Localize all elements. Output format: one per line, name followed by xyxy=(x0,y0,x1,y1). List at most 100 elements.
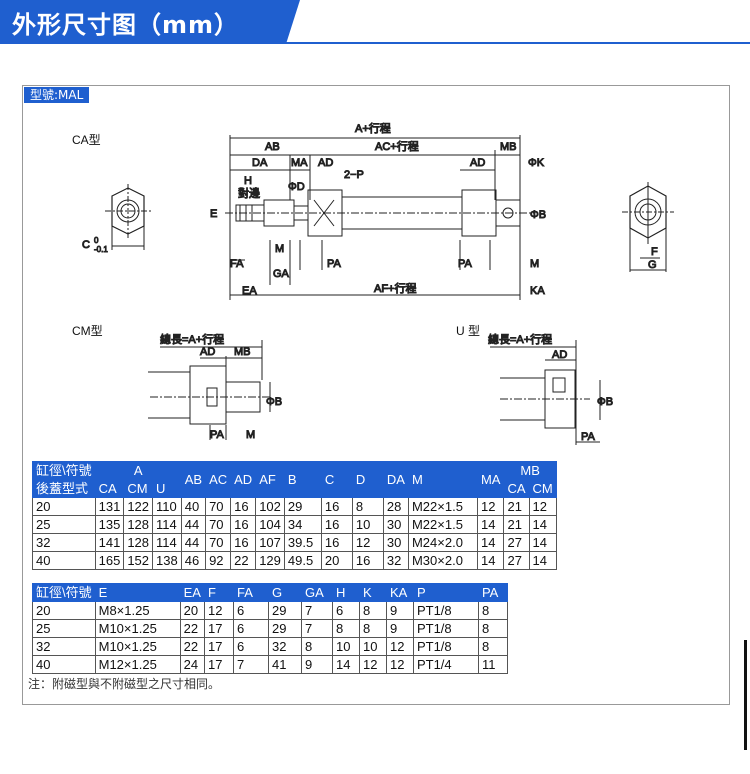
table1-cell: 44 xyxy=(180,515,207,534)
page-title: 外形尺寸图（mm） xyxy=(12,11,240,39)
table1-cell: 16 xyxy=(230,515,257,534)
page-edge-mark xyxy=(744,640,747,750)
table2-cell: 7 xyxy=(300,619,333,638)
table1-cell: 131 xyxy=(94,497,125,516)
table1-cell: 16 xyxy=(351,551,384,570)
table1-head-a: A xyxy=(94,461,182,480)
table1-cell: 16 xyxy=(230,497,257,516)
table2-head-bore: 缸徑\符號 xyxy=(32,583,96,602)
table2-cell: 7 xyxy=(232,655,269,674)
table1-cell: 107 xyxy=(255,533,285,552)
table1-cell: 25 xyxy=(32,515,96,534)
table2-cell: 32 xyxy=(267,637,302,656)
table2-cell: 9 xyxy=(385,601,414,620)
table2-cell: PT1/8 xyxy=(412,601,479,620)
table2-cell: 20 xyxy=(179,601,205,620)
table1-cell: 28 xyxy=(382,497,409,516)
table1-cell: 14 xyxy=(528,515,557,534)
table1-cell: 16 xyxy=(320,515,353,534)
label-g: G xyxy=(648,259,657,271)
table2-cell: 6 xyxy=(232,601,269,620)
label-across-flats: 對邊 xyxy=(238,186,260,200)
table1-cell: 12 xyxy=(476,497,505,516)
label-a-stroke: A+行程 xyxy=(355,122,391,135)
table2-cell: 20 xyxy=(32,601,96,620)
table2-cell: 29 xyxy=(267,619,302,638)
label-da: DA xyxy=(252,157,268,169)
table1-cell: 8 xyxy=(351,497,384,516)
table2-head-k: K xyxy=(358,583,387,602)
table1-cell: 122 xyxy=(123,497,154,516)
table1-head-a-ca: CA xyxy=(94,479,125,498)
table1-cell: 14 xyxy=(476,551,505,570)
table1-cell: 114 xyxy=(152,533,182,552)
header-bar-tip xyxy=(286,0,300,44)
table1-cell: 10 xyxy=(351,515,384,534)
label-c-tol-top: 0 xyxy=(94,236,99,245)
table1-head-a-u: U xyxy=(152,479,182,498)
table2-cell: 8 xyxy=(477,619,508,638)
label-c: C xyxy=(82,239,90,251)
label-c-tol-bot: -0.1 xyxy=(94,245,108,254)
label-pa-right: PA xyxy=(458,258,473,270)
table1-cell: 102 xyxy=(255,497,285,516)
label-e: E xyxy=(210,208,217,220)
table1-cell: 152 xyxy=(123,551,154,570)
label-ab: AB xyxy=(265,141,280,153)
label-u-pa: PA xyxy=(581,431,596,443)
table2-cell: 32 xyxy=(32,637,96,656)
table2-cell: 12 xyxy=(203,601,234,620)
table1-head-ma: MA xyxy=(476,461,505,498)
table1-head-mb-cm: CM xyxy=(528,479,557,498)
table2-head-f: F xyxy=(203,583,234,602)
table1-cell: 34 xyxy=(283,515,322,534)
label-cm-total: 總長=A+行程 xyxy=(160,332,224,346)
table2-cell: M10×1.25 xyxy=(94,619,181,638)
table1-cell: 32 xyxy=(32,533,96,552)
label-m-right: M xyxy=(530,258,539,270)
label-cm-phi-b: ΦB xyxy=(266,396,282,408)
view-label-u: U 型 xyxy=(456,324,481,338)
table2-cell: 22 xyxy=(179,637,205,656)
table1-header-row-2: 後蓋型式 CA CM U CA CM xyxy=(32,479,557,498)
label-cm-ad: AD xyxy=(200,346,215,358)
table1-cell: 32 xyxy=(382,551,409,570)
label-2p: 2−P xyxy=(344,169,364,181)
header-bar xyxy=(0,0,286,44)
table2-cell: 8 xyxy=(477,601,508,620)
table1-head-a-cm: CM xyxy=(123,479,154,498)
table2-cell: PT1/8 xyxy=(412,619,479,638)
table2-head-fa: FA xyxy=(232,583,269,602)
table1-head-da: DA xyxy=(382,461,409,498)
u-view xyxy=(490,340,601,445)
table1-cell: 46 xyxy=(180,551,207,570)
table1-cell: 30 xyxy=(382,515,409,534)
table2-cell: M8×1.25 xyxy=(94,601,181,620)
ca-end-view-right xyxy=(622,182,674,272)
table1-cell: M24×2.0 xyxy=(407,533,478,552)
ca-end-view-left xyxy=(105,184,151,250)
table2-cell: 17 xyxy=(203,655,234,674)
table1-cell: 20 xyxy=(32,497,96,516)
table2-cell: 8 xyxy=(477,637,508,656)
table2-cell: 8 xyxy=(358,601,387,620)
table2-cell: 10 xyxy=(358,637,387,656)
label-phi-b: ΦB xyxy=(530,209,546,221)
table2-cell: 14 xyxy=(331,655,360,674)
label-fa: FA xyxy=(230,258,244,270)
table1-head-mb: MB xyxy=(503,461,557,480)
table1-cell: 14 xyxy=(528,533,557,552)
table1-cell: 70 xyxy=(205,497,232,516)
table1-cell: 40 xyxy=(180,497,207,516)
table1-head-ac: AC xyxy=(205,461,232,498)
table1-cell: 104 xyxy=(255,515,285,534)
table1-cell: 14 xyxy=(476,515,505,534)
label-h: H xyxy=(244,175,252,187)
label-u-total: 總長=A+行程 xyxy=(488,332,552,346)
table2-cell: M12×1.25 xyxy=(94,655,181,674)
